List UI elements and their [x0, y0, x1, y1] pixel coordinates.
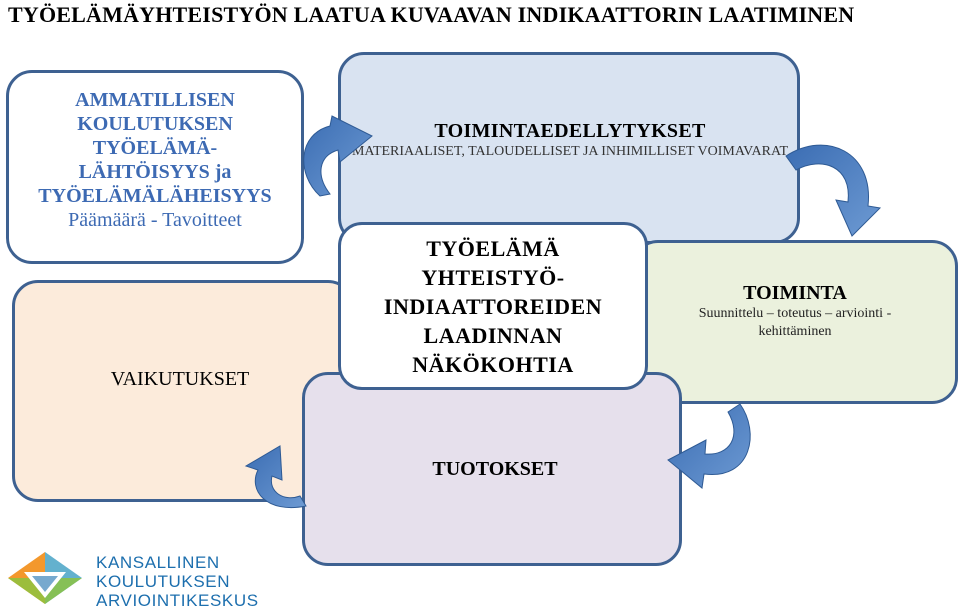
- page-title: TYÖELÄMÄYHTEISTYÖN LAATUA KUVAAVAN INDIK…: [8, 2, 855, 27]
- ammatillinen-line: LÄHTÖISYYS ja: [78, 161, 232, 183]
- logo-line: KANSALLINEN: [96, 553, 220, 572]
- vaikutukset-label: VAIKUTUKSET: [110, 368, 250, 390]
- logo-line: KOULUTUKSEN: [96, 572, 231, 591]
- kansallinen-logo-icon: [8, 552, 82, 604]
- tuotokset-label: TUOTOKSET: [432, 458, 558, 480]
- logo-text: KANSALLINEN KOULUTUKSEN ARVIOINTIKESKUS: [96, 553, 259, 610]
- toiminta-heading: TOIMINTA: [743, 282, 847, 304]
- box-ammatillinen: [6, 70, 304, 264]
- toiminta-text: TOIMINTA Suunnittelu – toteutus – arvioi…: [672, 282, 918, 341]
- box-toiminta: [632, 240, 958, 404]
- logo-line: ARVIOINTIKESKUS: [96, 591, 259, 610]
- toimintaedellytykset-subtitle: MATERIAALISET, TALOUDELLISET JA INHIMILL…: [351, 144, 789, 159]
- ammatillinen-line: TYÖELÄMÄ-: [92, 137, 218, 159]
- center-line: LAADINNAN: [423, 323, 563, 348]
- ammatillinen-line: AMMATILLISEN: [75, 89, 235, 111]
- ammatillinen-subtitle: Päämäärä - Tavoitteet: [68, 209, 242, 231]
- toimintaedellytykset-heading: TOIMINTAEDELLYTYKSET: [434, 120, 706, 142]
- ammatillinen-line: KOULUTUKSEN: [77, 113, 233, 135]
- ammatillinen-text: AMMATILLISEN KOULUTUKSEN TYÖELÄMÄ- LÄHTÖ…: [6, 88, 304, 232]
- box-center: [338, 222, 648, 390]
- center-text: TYÖELÄMÄ YHTEISTYÖ- INDIAATTOREIDEN LAAD…: [340, 234, 646, 379]
- arrow-2-icon: [785, 144, 882, 237]
- center-line: TYÖELÄMÄ: [426, 236, 560, 261]
- toimintaedellytykset-text: TOIMINTAEDELLYTYKSET MATERIAALISET, TALO…: [350, 120, 790, 161]
- toiminta-subtitle: Suunnittelu – toteutus – arviointi - keh…: [698, 306, 892, 339]
- center-line: NÄKÖKOHTIA: [412, 352, 574, 377]
- center-line: INDIAATTOREIDEN: [383, 294, 603, 319]
- center-line: YHTEISTYÖ-: [421, 265, 565, 290]
- ammatillinen-line: TYÖELÄMÄLÄHEISYYS: [38, 185, 272, 207]
